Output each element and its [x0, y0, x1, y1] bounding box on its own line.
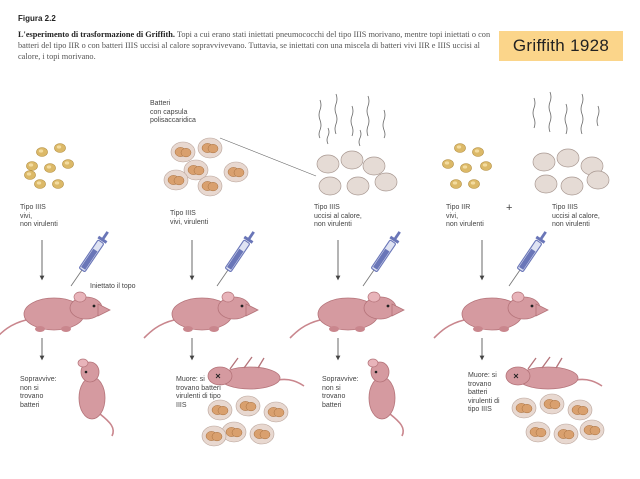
mouse-dead-col2	[207, 356, 305, 390]
col2-result-label: Muore: si trovano batteri virulenti di t…	[176, 376, 221, 409]
col4-live-type-label: Tipo IIR vivi, non virulenti	[446, 204, 484, 229]
griffith-1928-badge: Griffith 1928	[499, 31, 623, 61]
syringe-icon	[508, 230, 548, 287]
syringe-icon	[70, 230, 110, 287]
col3-result-label: Sopravvive: non si trovano batteri	[322, 376, 359, 409]
figure-caption: L'esperimento di trasformazione di Griff…	[18, 29, 494, 63]
capsule-note-label: Batteri con capsula polisaccaridica	[150, 100, 196, 125]
mouse-injected-col3	[289, 291, 405, 339]
col3-dna-strands	[318, 93, 386, 147]
down-arrows	[39, 240, 485, 361]
col1-rough-cells	[24, 143, 74, 189]
mouse-alive-col1	[77, 358, 115, 437]
mouse-injected-col1	[0, 291, 111, 339]
col2-smooth-cells	[163, 137, 249, 197]
col1-result-label: Sopravvive: non si trovano batteri	[20, 376, 57, 409]
figure-title: L'esperimento di trasformazione di Griff…	[18, 30, 175, 39]
mouse-alive-col3	[367, 358, 405, 437]
col4-rough-cells	[442, 143, 492, 189]
figure-caption-text: Topi a cui erano stati iniettati pneumoc…	[18, 30, 491, 62]
mouse-injected-col2	[143, 291, 259, 339]
syringe-icon	[362, 230, 402, 287]
col4-plus-sign: +	[506, 202, 513, 214]
col4-killed-cells	[532, 148, 610, 196]
col4-recovered-cells	[511, 393, 605, 445]
figure-label: Figura 2.2	[18, 14, 56, 23]
injected-mouse-label: Iniettato il topo	[90, 283, 136, 290]
mouse-dead-col4	[505, 356, 603, 390]
col3-type-label: Tipo IIIS uccisi al calore, non virulent…	[314, 204, 362, 229]
col4-result-label: Muore: si trovano batteri virulenti di t…	[468, 372, 500, 414]
capsule-pointer-line	[219, 137, 317, 177]
col3-killed-cells	[316, 150, 398, 196]
mouse-injected-col4	[433, 291, 549, 339]
col1-type-label: Tipo IIIS vivi, non virulenti	[20, 204, 58, 229]
col4-killed-type-label: Tipo IIIS uccisi al calore, non virulent…	[552, 204, 600, 229]
col4-dna-strands	[532, 91, 600, 135]
col2-type-label: Tipo IIIS vivi, virulenti	[170, 210, 209, 226]
syringe-icon	[216, 230, 256, 287]
